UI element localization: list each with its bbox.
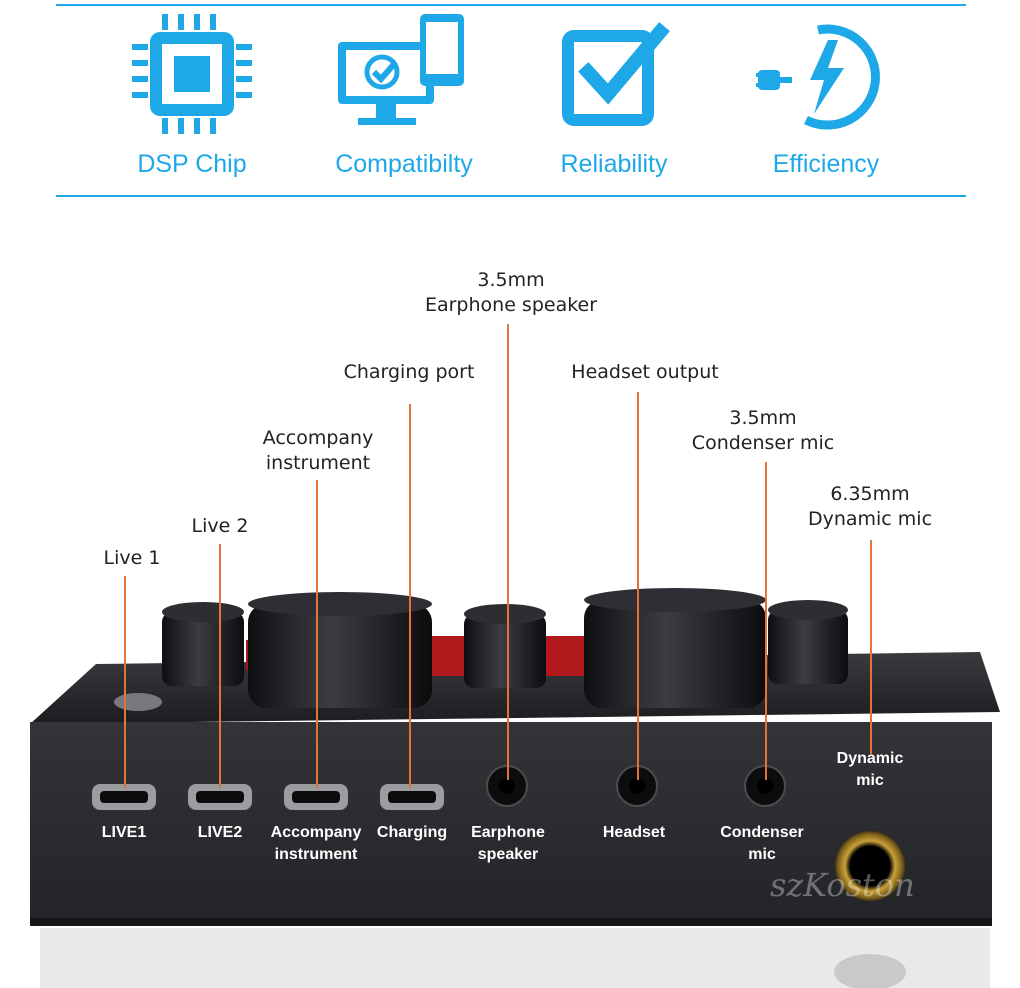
- feature-label: Efficiency: [772, 150, 880, 178]
- power-icon: [756, 24, 880, 130]
- port-label-charging: Charging: [376, 824, 448, 841]
- leader-charging: [409, 404, 411, 788]
- port-label-accompany: Accompany instrument: [270, 824, 362, 863]
- leader-accompany: [316, 480, 318, 788]
- feature-label: Compatibilty: [335, 150, 473, 178]
- callout-condenser: 3.5mm Condenser mic: [691, 407, 835, 454]
- callout-live1: Live 1: [103, 547, 161, 569]
- callout-earphone: 3.5mm Earphone speaker: [424, 269, 598, 316]
- port-label-live1: LIVE1: [101, 824, 147, 841]
- feature-compatibility: Compatibilty: [304, 10, 504, 190]
- callout-headset: Headset output: [571, 361, 719, 383]
- leader-dynamic: [870, 540, 872, 754]
- jack-headset[interactable]: [616, 765, 658, 807]
- checkbox-icon: [562, 22, 670, 126]
- callout-accompany: Accompany instrument: [262, 427, 374, 474]
- feature-label: Reliability: [560, 150, 668, 178]
- leader-live1: [124, 576, 126, 788]
- banner-bottom-rule: [56, 195, 966, 197]
- feature-reliability: Reliability: [514, 10, 714, 190]
- usb-port-live2[interactable]: [188, 784, 252, 810]
- chip-icon: [132, 14, 252, 134]
- small-knob-3[interactable]: [768, 600, 848, 684]
- usb-port-charging[interactable]: [380, 784, 444, 810]
- callout-live2: Live 2: [191, 515, 249, 537]
- feature-efficiency: Efficiency: [726, 10, 926, 190]
- leader-earphone: [507, 324, 509, 780]
- usb-port-live1[interactable]: [92, 784, 156, 810]
- devices-icon: [338, 14, 464, 125]
- port-label-headset: Headset: [602, 824, 666, 841]
- port-label-condenser: Condenser mic: [720, 824, 804, 863]
- port-label-live2: LIVE2: [197, 824, 243, 841]
- large-knob-left[interactable]: [248, 592, 432, 708]
- callout-dynamic: 6.35mm Dynamic mic: [807, 483, 933, 530]
- jack-dynamic-mic[interactable]: [834, 830, 906, 902]
- watermark: szKoston: [770, 866, 915, 904]
- callout-charging: Charging port: [343, 361, 475, 383]
- feature-label: DSP Chip: [137, 150, 247, 178]
- small-knob-2[interactable]: [464, 604, 546, 688]
- banner-top-rule: [56, 4, 966, 6]
- leader-headset: [637, 392, 639, 780]
- front-panel: [30, 722, 992, 922]
- leader-live2: [219, 544, 221, 788]
- small-knob-1[interactable]: [162, 602, 244, 686]
- port-label-earphone: Earphone speaker: [471, 824, 545, 863]
- large-knob-right[interactable]: [584, 588, 766, 708]
- usb-port-accompany[interactable]: [284, 784, 348, 810]
- jack-earphone[interactable]: [486, 765, 528, 807]
- leader-condenser: [765, 462, 767, 780]
- feature-dsp-chip: DSP Chip: [92, 10, 292, 190]
- port-label-dynamic: Dynamic mic: [836, 750, 904, 789]
